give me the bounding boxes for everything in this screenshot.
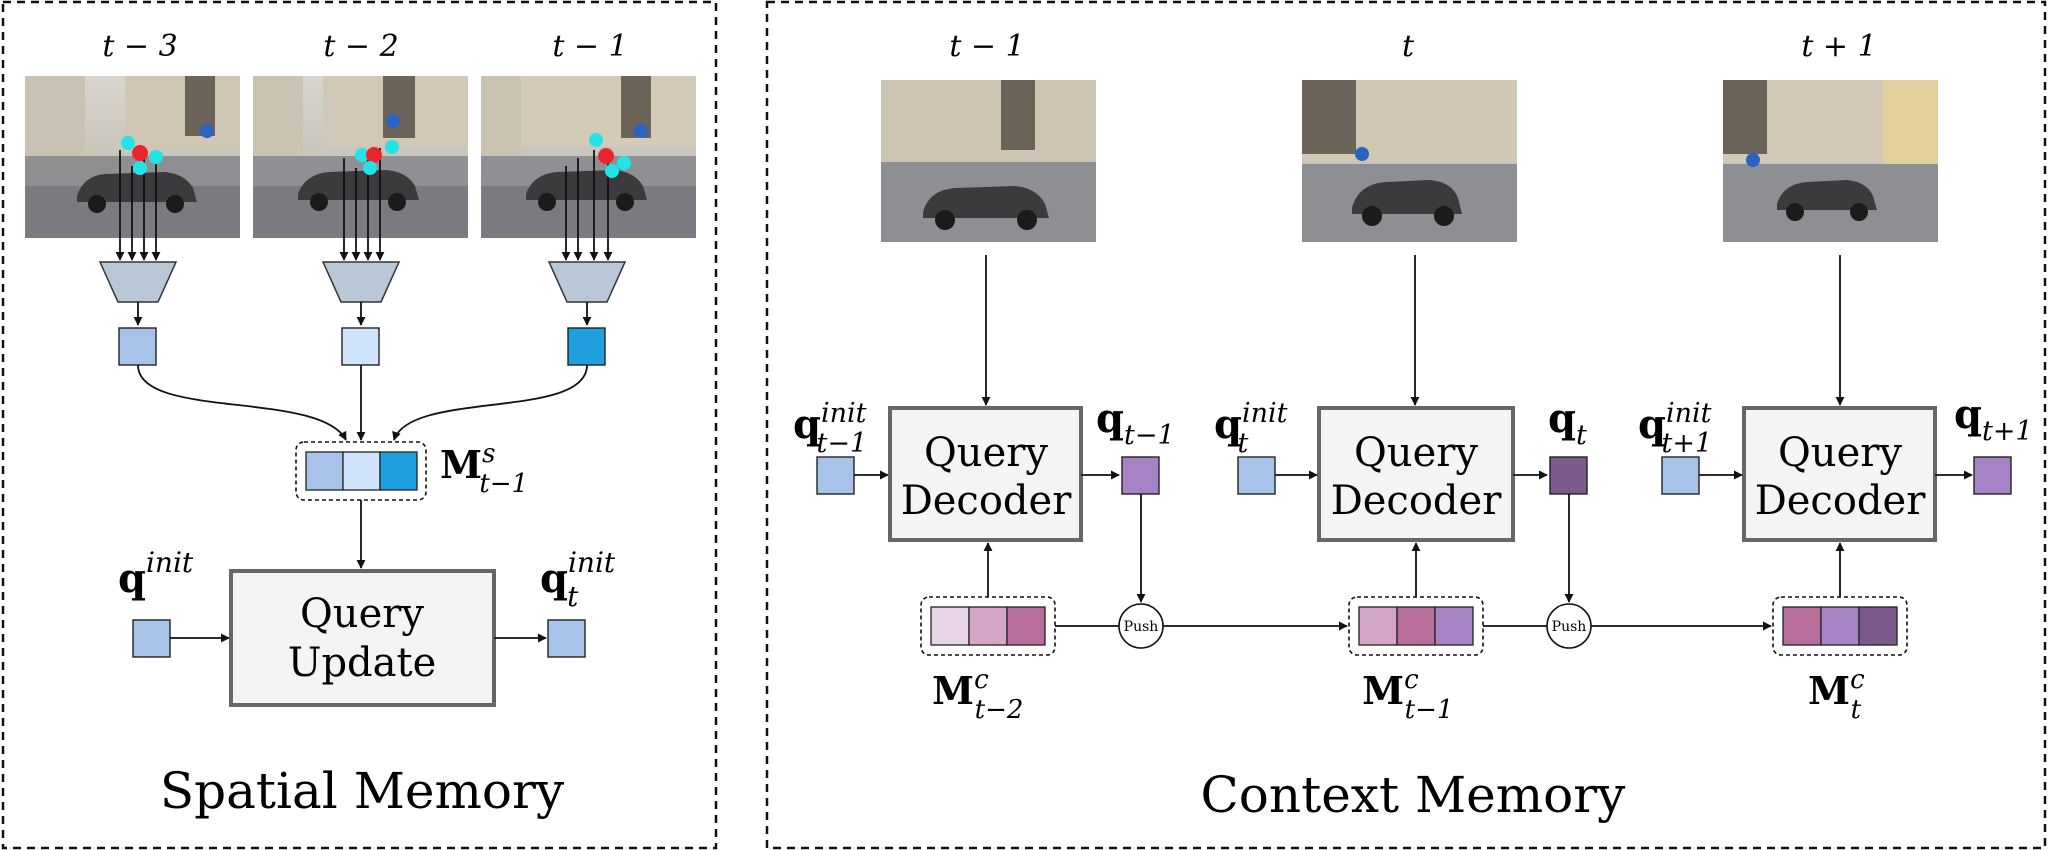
query-update-line2: Update [288,640,437,686]
keypoint-cyan [589,133,603,147]
context-frame-image-t+1 [1723,80,1938,242]
spatial-token-t-3 [118,327,157,366]
q-init-t+1-token [1661,456,1700,495]
q-init-token [132,619,171,658]
spatial-memory-group [295,441,427,501]
q-init-t-token [1237,456,1276,495]
arrow-token-to-memory-t-3 [137,364,347,441]
context-memory-title: Context Memory [1201,766,1627,824]
keypoint-red [366,147,382,163]
encoder-t-1 [547,261,627,303]
push-node-2-label: Push [1552,619,1587,635]
q-init-label: qinit [118,546,194,602]
encoder-t-3 [98,261,178,303]
arrow-token-to-memory-t-1 [392,364,588,441]
context-frame-image-t-1 [881,80,1096,242]
frame-label-t-2: t − 2 [323,29,398,64]
encoder-t-2 [321,261,401,303]
spatial-memory-title: Spatial Memory [160,762,565,820]
query-decoder-3: Query Decoder [1742,406,1937,542]
push-node-1 [1118,603,1164,649]
spatial-token-t-1 [567,327,606,366]
keypoint-cyan [355,148,369,162]
context-memory: t − 1 t t + 1 [793,29,2033,824]
sampling-arrows-t-2 [339,148,385,261]
q-t+1-output-label: qt+1 [1954,391,2033,447]
query-decoder-block-1 [888,406,1083,542]
context-frame-label-t: t [1402,29,1415,64]
frame-image-t-1-spatial [481,76,696,238]
memory-bank-2-cell-2 [1396,606,1436,646]
frame-image-t-2 [253,76,468,238]
frame-label-t-1-spatial: t − 1 [552,29,627,64]
memory-bank-3-cell-3 [1858,606,1898,646]
query-decoder-3-line2: Decoder [1755,478,1927,524]
keypoints-t-3 [121,136,163,175]
push-node-2 [1546,603,1592,649]
context-frame-label-t+1: t + 1 [1801,29,1876,64]
q-t-1-output-label: qt−1 [1096,395,1175,451]
query-decoder-block-2 [1317,406,1515,542]
spatial-memory-cell-1 [305,451,344,491]
frame-label-t-3: t − 3 [102,29,177,64]
memory-bank-1-cell-1 [930,606,970,646]
memory-bank-3-cell-1 [1782,606,1822,646]
q-t-output-label: qt [1548,395,1587,451]
spatial-memory: t − 3 t − 2 t − 1 [25,29,696,820]
frame-image-t-3 [25,76,240,238]
context-memory-panel [765,0,2047,850]
query-decoder-1: Query Decoder [888,406,1083,542]
spatial-memory-panel [1,0,718,850]
keypoint-cyan [605,164,619,178]
q-t-1-output-token [1121,456,1160,495]
query-update-line1: Query [300,591,424,637]
q-t-output-token [1549,456,1588,495]
keypoint-cyan [617,156,631,170]
spatial-token-t-2 [341,327,380,366]
memory-bank-2-cell-3 [1434,606,1474,646]
keypoint-red [132,145,148,161]
query-decoder-1-line1: Query [924,430,1048,476]
q-t+1-output-token [1973,456,2012,495]
keypoint-cyan [121,136,135,150]
keypoints-t-2 [355,140,399,175]
memory-bank-1-cell-2 [968,606,1008,646]
keypoint-cyan [385,140,399,154]
query-decoder-1-line2: Decoder [901,478,1073,524]
query-decoder-3-line1: Query [1778,430,1902,476]
memory-bank-3-cell-2 [1820,606,1860,646]
memory-bank-1-cell-3 [1006,606,1046,646]
q-t-init-token [547,619,586,658]
memory-bank-2-cell-1 [1358,606,1398,646]
sampling-arrows-t-1 [561,150,613,261]
keypoints-t-1 [589,133,631,178]
query-decoder-2-line2: Decoder [1331,478,1503,524]
query-decoder-block-3 [1742,406,1937,542]
context-frame-image-t [1302,80,1517,242]
context-frame-label-t-1: t − 1 [949,29,1024,64]
keypoint-red [598,148,614,164]
keypoint-cyan [149,150,163,164]
push-node-1-label: Push [1124,619,1159,635]
spatial-memory-cell-2 [342,451,381,491]
q-init-t-1-token [816,456,855,495]
keypoint-cyan [363,161,377,175]
query-decoder-2-line1: Query [1354,430,1478,476]
query-decoder-2: Query Decoder [1317,406,1515,542]
keypoint-cyan [133,161,147,175]
spatial-memory-cell-3 [379,451,418,491]
